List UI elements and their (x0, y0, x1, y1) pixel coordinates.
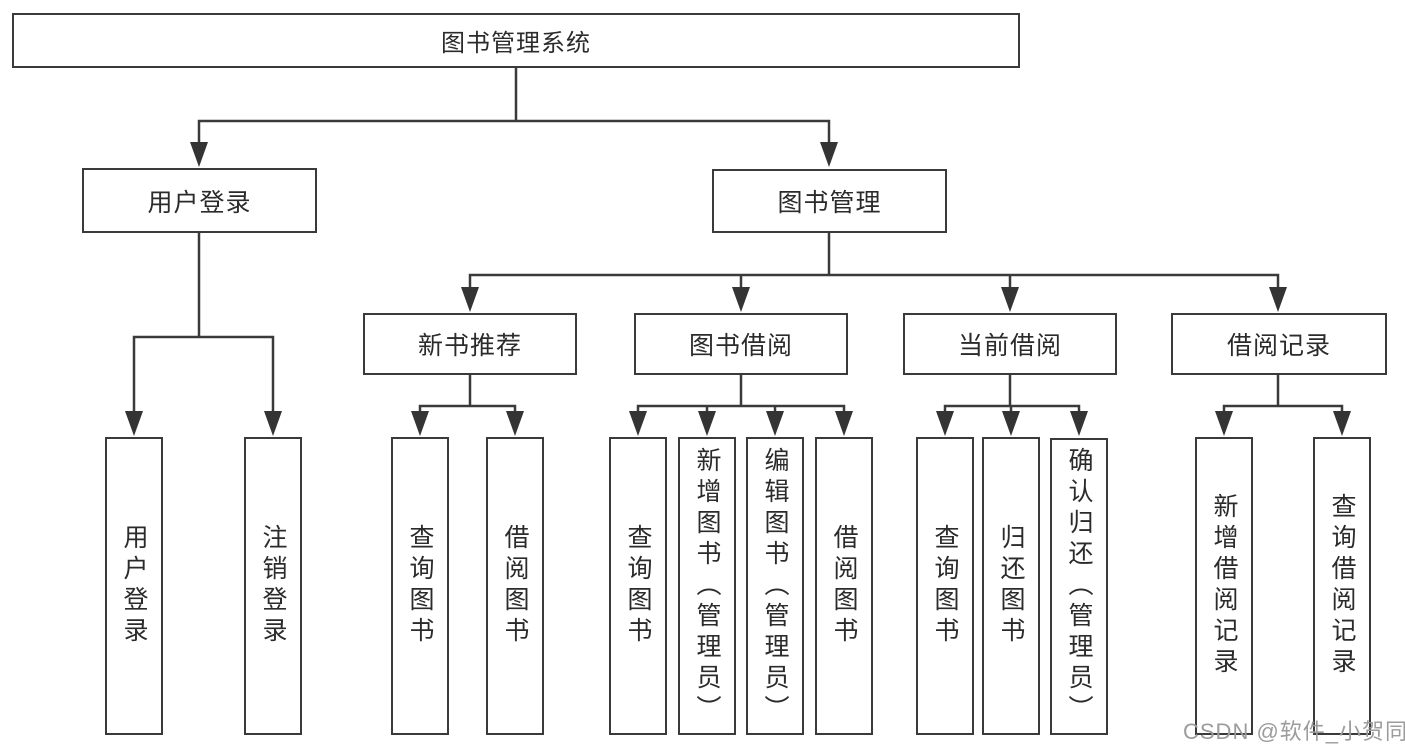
arrow-down-icon (766, 411, 784, 436)
node-new-book-recommendation: 新书推荐 (363, 313, 577, 375)
node-label: 查询借阅记录 (1328, 493, 1356, 679)
arrow-down-icon (411, 411, 429, 436)
node-label: 查询图书 (406, 524, 434, 648)
node-borrowing-records: 借阅记录 (1171, 313, 1387, 375)
node-return-books: 归还图书 (982, 437, 1040, 735)
arrow-down-icon (1001, 287, 1019, 312)
arrow-down-icon (264, 411, 282, 436)
arrow-down-icon (1215, 411, 1233, 436)
node-label: 借阅记录 (1226, 332, 1331, 360)
node-borrow-books-2: 借阅图书 (815, 437, 873, 735)
node-query-borrow-record: 查询借阅记录 (1313, 437, 1371, 735)
arrow-down-icon (1002, 411, 1020, 436)
node-label: 查询图书 (624, 524, 652, 648)
arrow-down-icon (1269, 287, 1287, 312)
node-book-borrowing: 图书借阅 (634, 313, 848, 375)
node-user-login-branch: 用户登录 (82, 168, 317, 233)
arrow-down-icon (835, 411, 853, 436)
arrow-down-icon (125, 411, 143, 436)
node-label: 归还图书 (997, 524, 1025, 648)
arrow-down-icon (506, 411, 524, 436)
node-edit-books-admin: 编辑图书（管理员） (746, 437, 804, 735)
node-label: 用户登录 (120, 524, 148, 648)
node-label: 确认归还（管理员） (1065, 447, 1093, 726)
node-label: 借阅图书 (830, 524, 858, 648)
node-label: 注销登录 (259, 524, 287, 648)
node-label: 新增借阅记录 (1210, 493, 1238, 679)
arrow-down-icon (1333, 411, 1351, 436)
node-add-books-admin: 新增图书（管理员） (678, 437, 736, 735)
node-label: 用户登录 (147, 188, 252, 217)
arrow-down-icon (936, 411, 954, 436)
node-label: 图书借阅 (688, 332, 793, 360)
node-label: 编辑图书（管理员） (761, 446, 789, 726)
connector-arrowheads (125, 142, 1351, 436)
arrow-down-icon (190, 142, 208, 167)
node-label: 借阅图书 (501, 524, 529, 648)
node-library-management-system: 图书管理系统 (12, 13, 1020, 68)
node-add-borrow-record: 新增借阅记录 (1195, 437, 1253, 735)
node-label: 新增图书（管理员） (693, 446, 721, 726)
arrow-down-icon (732, 287, 750, 312)
node-logout-leaf: 注销登录 (244, 437, 302, 735)
node-label: 图书管理系统 (441, 30, 591, 57)
node-label: 查询图书 (931, 524, 959, 648)
csdn-watermark: CSDN @软件_小贺同学 (1183, 719, 1405, 744)
node-book-management-branch: 图书管理 (712, 169, 947, 233)
arrow-down-icon (629, 411, 647, 436)
node-query-books-1: 查询图书 (391, 437, 449, 735)
arrow-down-icon (461, 287, 479, 312)
node-label: 图书管理 (777, 189, 882, 217)
arrow-down-icon (698, 411, 716, 436)
node-current-borrowing: 当前借阅 (903, 313, 1117, 375)
node-label: 新书推荐 (417, 332, 522, 360)
node-confirm-return-admin: 确认归还（管理员） (1050, 438, 1108, 735)
arrow-down-icon (820, 142, 838, 167)
connector-line (132, 68, 1344, 430)
arrow-down-icon (1070, 411, 1088, 436)
node-query-books-2: 查询图书 (609, 437, 667, 735)
node-label: 当前借阅 (957, 332, 1062, 360)
node-user-login-leaf: 用户登录 (105, 437, 163, 735)
node-query-books-3: 查询图书 (916, 437, 974, 735)
node-borrow-books-1: 借阅图书 (486, 437, 544, 735)
